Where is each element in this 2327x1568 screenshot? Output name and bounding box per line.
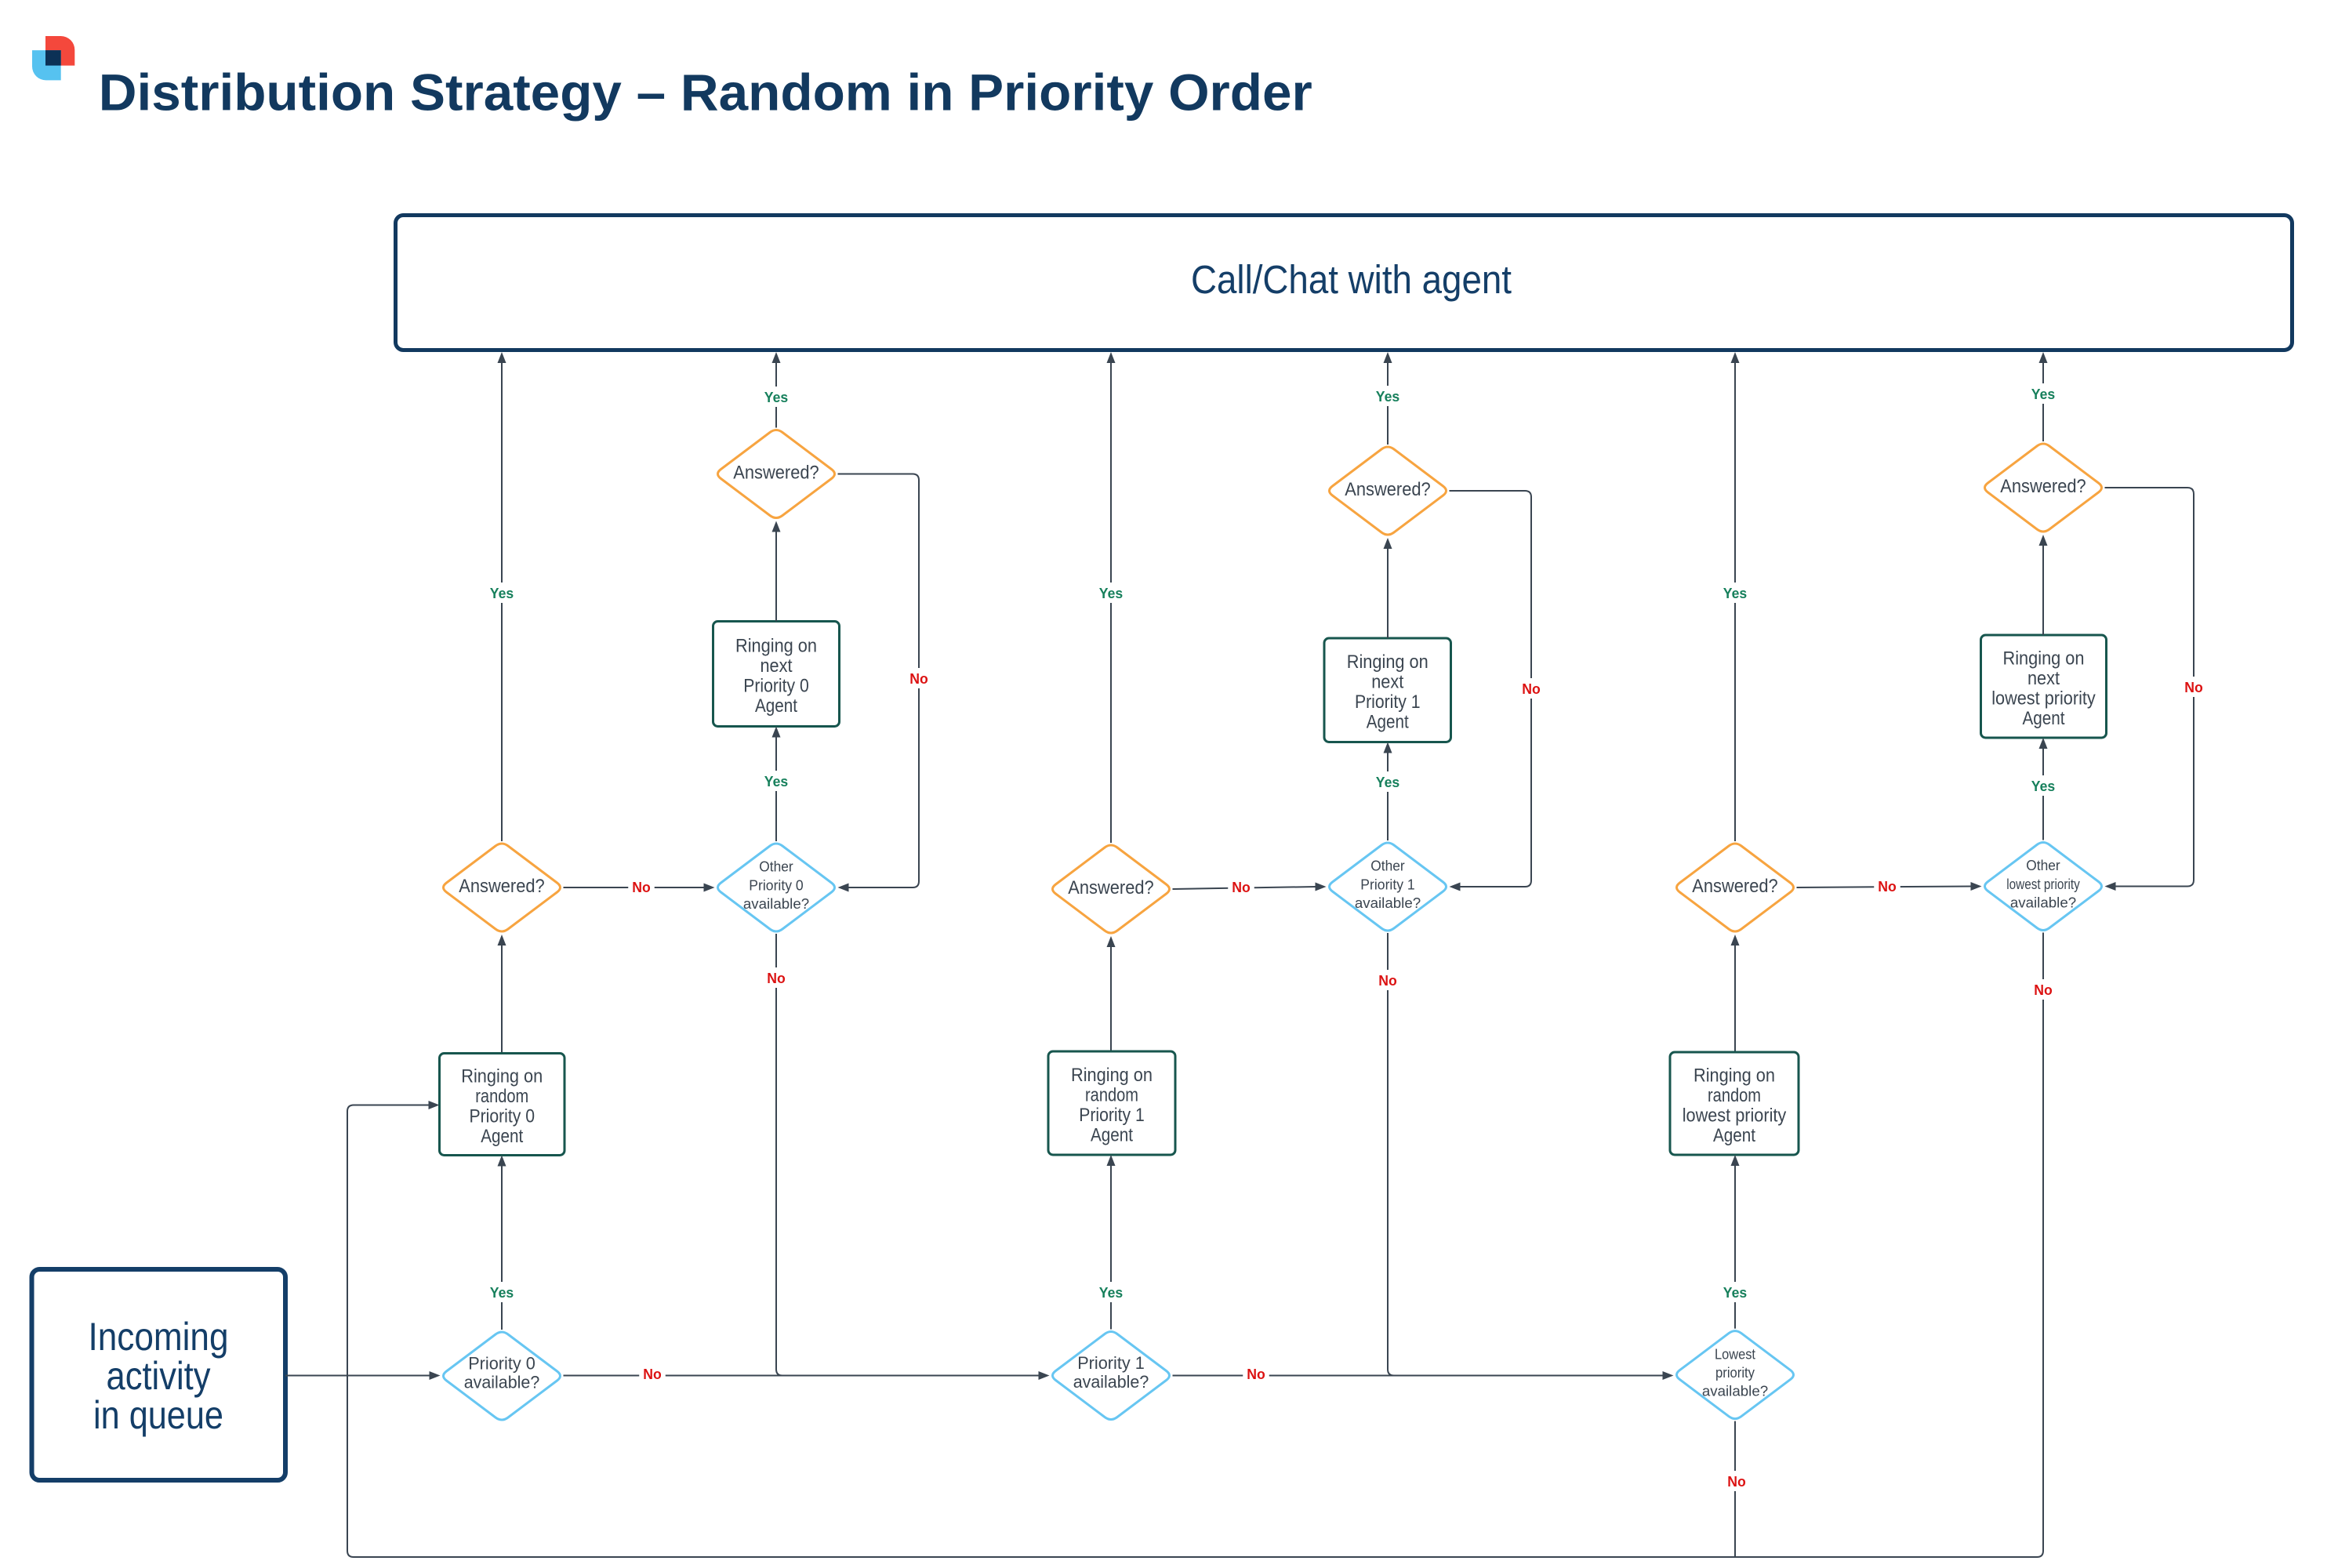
- svg-text:Ringing on: Ringing on: [1694, 1065, 1775, 1086]
- svg-text:Yes: Yes: [490, 586, 514, 601]
- svg-text:Yes: Yes: [1723, 1285, 1747, 1301]
- svg-text:Answered?: Answered?: [1068, 877, 1153, 898]
- svg-text:Agent: Agent: [1367, 712, 1409, 733]
- svg-text:No: No: [1727, 1474, 1746, 1490]
- svg-text:No: No: [1247, 1367, 1265, 1382]
- svg-text:No: No: [632, 880, 651, 895]
- svg-text:next: next: [761, 655, 793, 677]
- svg-text:activity: activity: [107, 1354, 211, 1398]
- svg-text:Agent: Agent: [1091, 1124, 1133, 1145]
- svg-text:Other: Other: [759, 859, 793, 875]
- svg-text:random: random: [1708, 1085, 1761, 1106]
- svg-text:Call/Chat with agent: Call/Chat with agent: [1191, 257, 1512, 302]
- svg-text:Agent: Agent: [2023, 708, 2065, 729]
- svg-text:Incoming: Incoming: [89, 1315, 229, 1359]
- svg-text:Priority 0: Priority 0: [468, 1354, 535, 1374]
- svg-text:Ringing on: Ringing on: [1071, 1065, 1153, 1086]
- svg-text:Priority 0: Priority 0: [743, 675, 809, 696]
- svg-text:No: No: [1522, 681, 1541, 697]
- svg-text:Priority 0: Priority 0: [469, 1105, 535, 1127]
- svg-text:Agent: Agent: [755, 695, 797, 717]
- svg-text:Yes: Yes: [2031, 779, 2055, 794]
- svg-text:Ringing on: Ringing on: [1347, 652, 1429, 673]
- svg-text:available?: available?: [743, 896, 809, 912]
- svg-text:No: No: [2184, 680, 2203, 695]
- svg-text:available?: available?: [1073, 1372, 1149, 1392]
- svg-text:Yes: Yes: [2031, 387, 2055, 402]
- svg-text:next: next: [2028, 668, 2060, 689]
- svg-text:Agent: Agent: [481, 1126, 523, 1147]
- svg-text:Yes: Yes: [490, 1285, 514, 1301]
- svg-text:Answered?: Answered?: [1345, 479, 1430, 500]
- svg-text:Yes: Yes: [1099, 1285, 1123, 1301]
- svg-text:No: No: [909, 671, 928, 687]
- svg-text:available?: available?: [2010, 895, 2076, 910]
- svg-text:Other: Other: [1370, 858, 1404, 874]
- svg-text:Ringing on: Ringing on: [735, 635, 817, 656]
- svg-text:Priority 1: Priority 1: [1360, 877, 1414, 892]
- svg-text:random: random: [1085, 1084, 1138, 1105]
- svg-text:Yes: Yes: [1376, 389, 1399, 405]
- svg-text:available?: available?: [1355, 895, 1421, 911]
- svg-text:Yes: Yes: [1723, 586, 1747, 601]
- svg-text:Ringing on: Ringing on: [461, 1065, 543, 1087]
- svg-text:Answered?: Answered?: [459, 876, 544, 897]
- svg-text:lowest priority: lowest priority: [1683, 1105, 1787, 1126]
- svg-text:No: No: [1878, 879, 1897, 895]
- svg-text:Yes: Yes: [764, 774, 788, 789]
- svg-text:No: No: [2034, 982, 2053, 998]
- svg-text:Distribution Strategy – Random: Distribution Strategy – Random in Priori…: [99, 64, 1312, 122]
- svg-text:Other: Other: [2026, 858, 2060, 873]
- svg-text:No: No: [1232, 880, 1251, 895]
- svg-text:Answered?: Answered?: [1692, 876, 1777, 897]
- svg-text:No: No: [767, 971, 786, 986]
- svg-text:next: next: [1371, 672, 1403, 693]
- svg-text:Lowest: Lowest: [1715, 1346, 1755, 1362]
- svg-text:in queue: in queue: [93, 1393, 223, 1437]
- svg-text:Priority 1: Priority 1: [1077, 1353, 1145, 1373]
- svg-text:Ringing on: Ringing on: [2003, 648, 2085, 669]
- svg-text:Answered?: Answered?: [733, 463, 819, 484]
- svg-text:random: random: [475, 1086, 528, 1107]
- svg-text:lowest priority: lowest priority: [2006, 877, 2080, 892]
- svg-text:available?: available?: [464, 1373, 540, 1392]
- svg-text:No: No: [1378, 973, 1397, 989]
- svg-text:priority: priority: [1715, 1365, 1755, 1381]
- svg-text:Priority 0: Priority 0: [749, 877, 803, 893]
- svg-text:Yes: Yes: [764, 390, 788, 405]
- svg-text:Yes: Yes: [1376, 775, 1399, 790]
- svg-text:No: No: [643, 1367, 662, 1382]
- svg-text:Agent: Agent: [1713, 1125, 1755, 1146]
- svg-text:Yes: Yes: [1099, 586, 1123, 601]
- svg-text:lowest priority: lowest priority: [1991, 688, 2096, 709]
- svg-text:Priority 1: Priority 1: [1355, 691, 1421, 713]
- svg-text:available?: available?: [1702, 1383, 1768, 1399]
- svg-text:Priority 1: Priority 1: [1079, 1105, 1145, 1126]
- svg-text:Answered?: Answered?: [2000, 476, 2086, 497]
